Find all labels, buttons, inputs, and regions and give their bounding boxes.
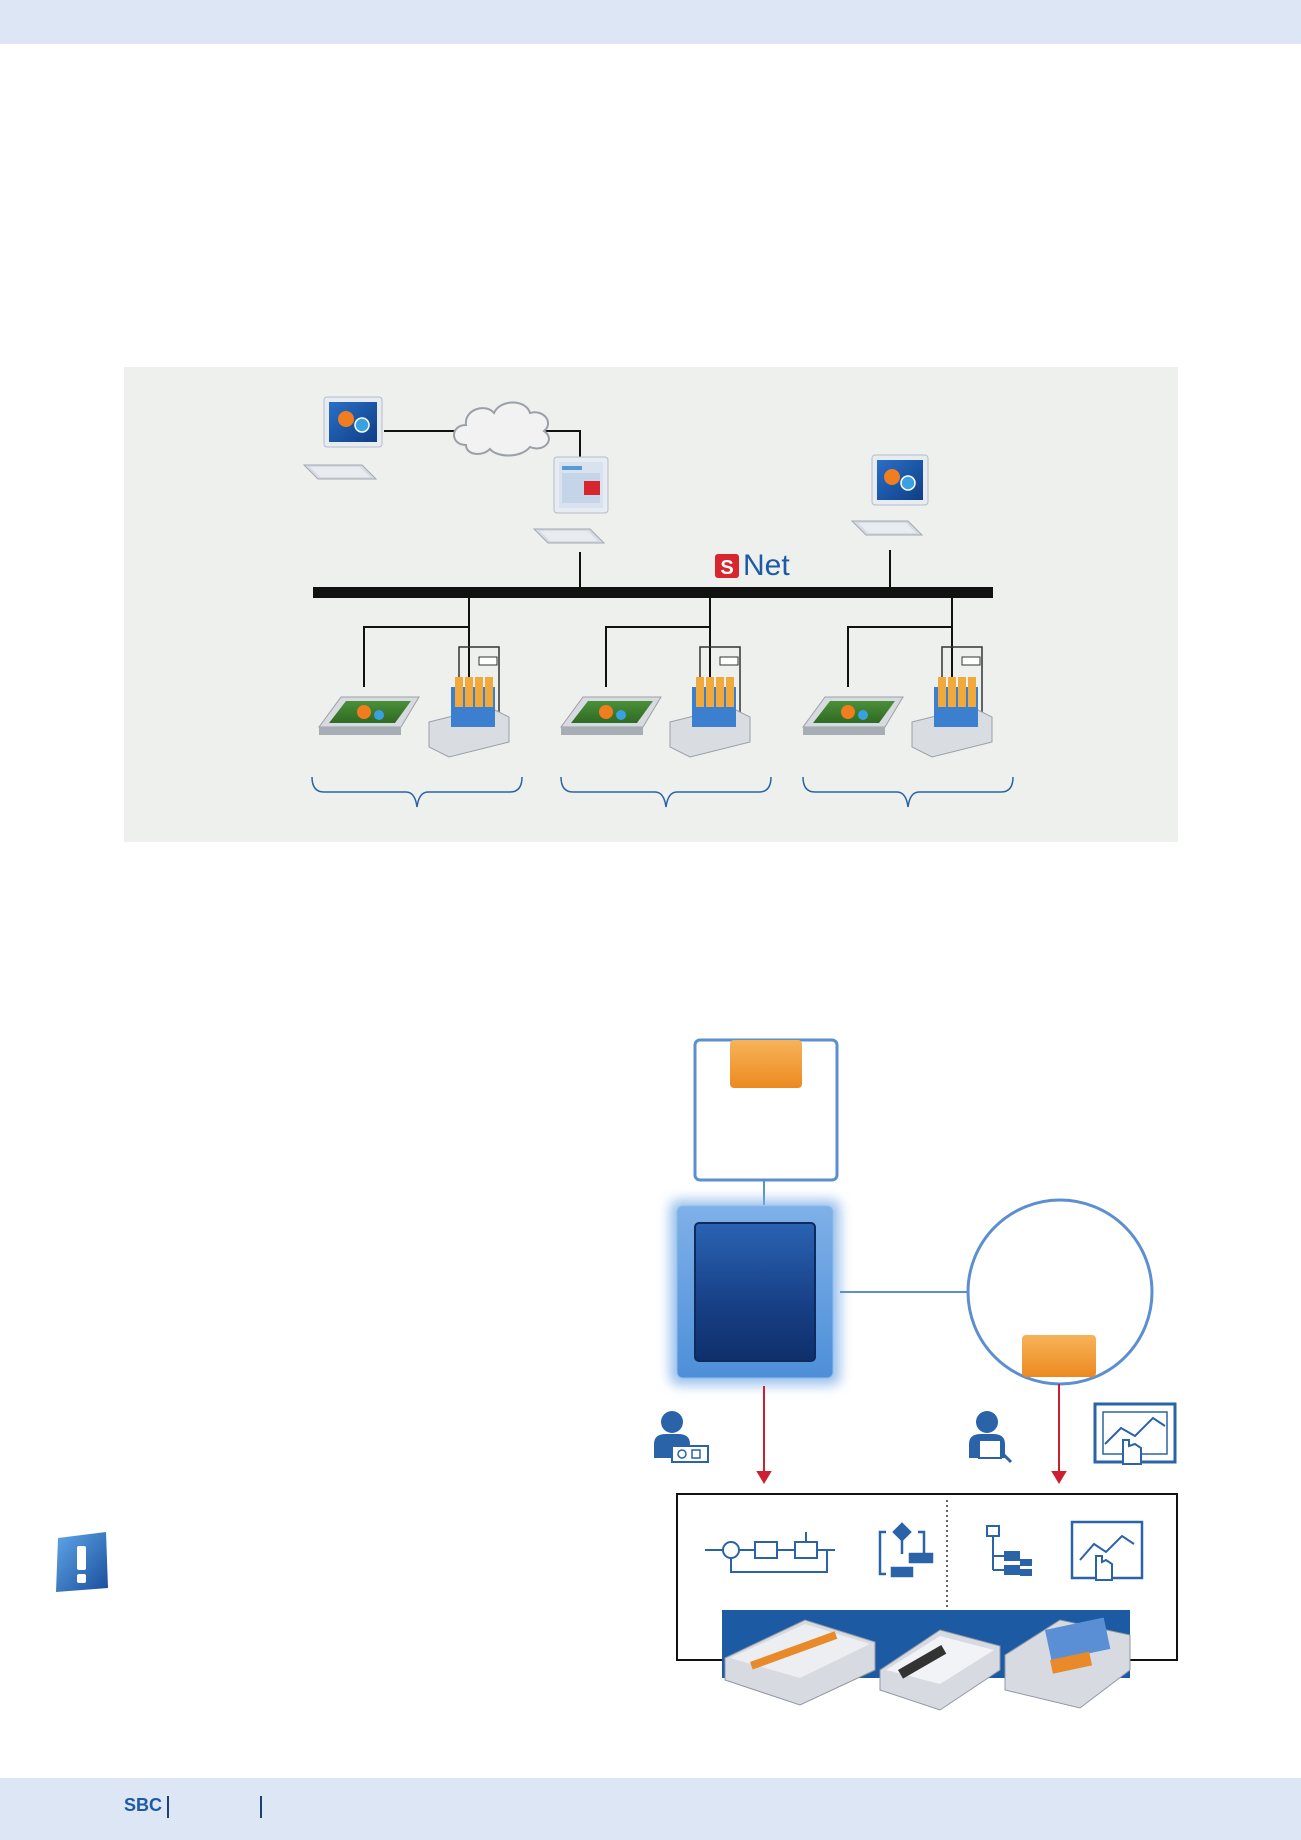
touch-panel-icon — [802, 696, 904, 735]
hmi-touch-icon — [1093, 1402, 1177, 1465]
hmi-touch-icon — [1070, 1520, 1144, 1581]
network-bus — [313, 587, 993, 598]
network-diagram-panel — [124, 367, 1178, 842]
footer-brand: SBC — [124, 1795, 163, 1815]
footer-separator — [167, 1796, 169, 1818]
engineer-icon — [654, 1411, 709, 1463]
plc-controller-icon — [1004, 1617, 1131, 1709]
plc-controller-icon — [911, 646, 993, 758]
station-group-3 — [802, 646, 993, 758]
architecture-diagram — [654, 1038, 1178, 1711]
snet-logo: S Net — [715, 549, 790, 582]
snet-logo-text: Net — [743, 549, 790, 582]
plc-controller-icon — [428, 646, 510, 758]
arrow-head — [756, 1471, 772, 1484]
arrow-head — [1051, 1471, 1067, 1484]
group-brace — [802, 776, 1014, 808]
tree-structure-icon — [986, 1525, 1032, 1576]
footer-separator — [260, 1796, 262, 1818]
control-loop-icon — [705, 1532, 835, 1573]
workstation-icon — [302, 396, 383, 480]
group-brace — [560, 776, 772, 808]
service-engineer-icon — [969, 1411, 1013, 1464]
cloud-icon — [453, 401, 550, 457]
snet-logo-letter: S — [720, 557, 733, 579]
footer-band — [0, 1778, 1301, 1840]
touch-panel-icon — [560, 696, 662, 735]
station-group-2 — [560, 646, 751, 758]
info-icon — [56, 1532, 108, 1592]
touch-panel-icon — [318, 696, 420, 735]
station-group-1 — [318, 646, 510, 758]
orange-tab — [730, 1040, 802, 1088]
network-diagram: S Net — [302, 396, 1014, 808]
plc-controller-icon — [724, 1619, 876, 1706]
plc-controller-icon — [879, 1629, 1001, 1711]
plc-controller-icon — [669, 646, 751, 758]
orange-tab — [1022, 1335, 1096, 1377]
group-brace — [311, 776, 523, 808]
flowchart-icon — [878, 1522, 934, 1578]
header-band — [0, 0, 1301, 44]
workstation-icon — [850, 454, 929, 536]
web-server-icon — [532, 456, 609, 544]
